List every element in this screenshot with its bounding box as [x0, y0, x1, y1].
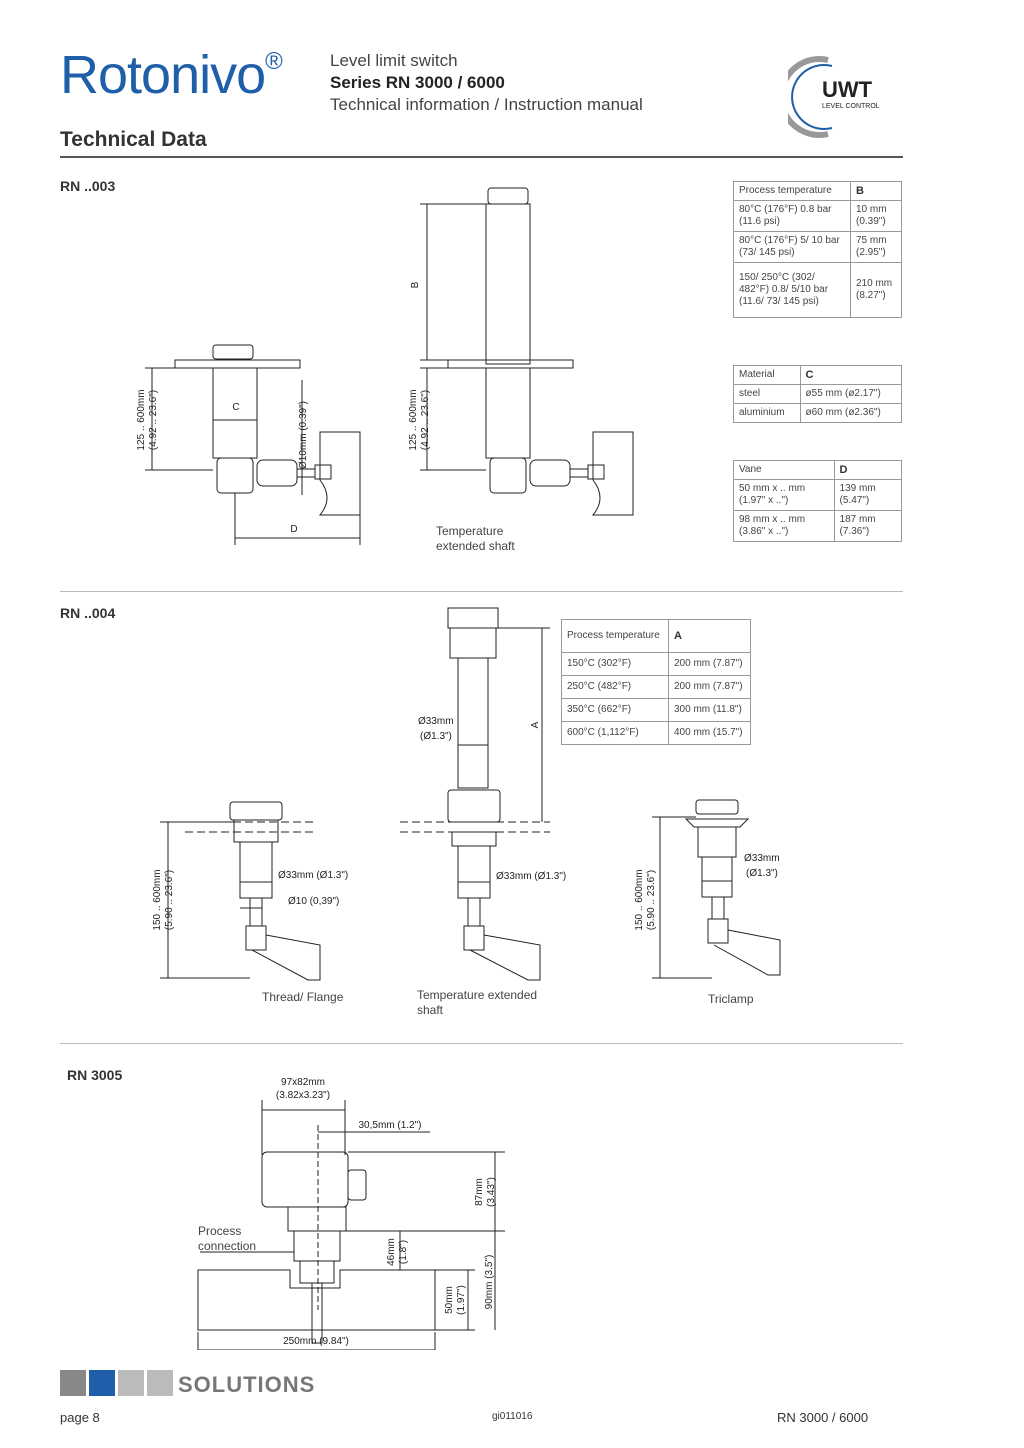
document-code: gi011016	[492, 1411, 533, 1422]
rn3005-dim-87: 87mm	[474, 1178, 485, 1206]
rn003-label: RN ..003	[60, 178, 116, 194]
table-row: 98 mm x .. mm (3.86" x ..")187 mm (7.36"…	[733, 510, 903, 542]
rn004-dim-33c: Ø33mm	[744, 853, 780, 864]
logo-text: UWT	[822, 77, 873, 102]
rn003-ext-dim-height: 125 .. 600mm	[408, 389, 419, 450]
title-rule	[60, 156, 903, 158]
header-series: Series RN 3000 / 6000	[330, 73, 505, 92]
table-b-header-b: B	[850, 181, 902, 201]
rn004-caption-triclamp: Triclamp	[708, 992, 754, 1006]
rn003-dim-shaft: Ø10mm (0.39")	[298, 401, 309, 469]
table-row: 150/ 250°C (302/ 482°F) 0.8/ 5/10 bar (1…	[733, 262, 902, 318]
brand-name: Rotonivo®	[60, 45, 283, 105]
rn3005-dim-housing: 97x82mm	[281, 1077, 325, 1088]
section-divider	[60, 591, 903, 592]
logo-subtext: LEVEL CONTROL	[822, 103, 880, 110]
rn3005-dim-offset: 30,5mm (1.2")	[358, 1120, 421, 1131]
rn3005-drawing: 97x82mm (3.82x3.23") 30,5mm (1.2") 87mm …	[197, 1077, 505, 1350]
rn004-dim-33b: (Ø1.3")	[420, 731, 452, 742]
table-row: 50 mm x .. mm (1.97" x ..")139 mm (5.47"…	[733, 479, 903, 511]
rn004-triclamp-drawing: 150 .. 600mm (5.90 .. 23.6") Ø33mm (Ø1.3…	[634, 799, 781, 979]
uwt-logo: UWT LEVEL CONTROL	[788, 56, 880, 138]
table-row: 350°C (662°F)300 mm (11.8")	[561, 698, 752, 722]
table-a-header-a: A	[667, 619, 752, 653]
rn004-dim-33: Ø33mm (Ø1.3")	[278, 870, 348, 881]
rn3005-label: RN 3005	[67, 1067, 123, 1083]
rn004-dim-a: A	[530, 721, 541, 728]
table-row: 600°C (1,112°F)400 mm (15.7")	[561, 721, 752, 745]
solutions-banner: SOLUTIONS	[60, 1370, 315, 1402]
rn3005-dim-250: 250mm (9.84")	[283, 1336, 349, 1347]
table-row: 80°C (176°F) 5/ 10 bar (73/ 145 psi)75 m…	[733, 231, 902, 263]
header-line3: Technical information / Instruction manu…	[330, 95, 643, 114]
table-row: 80°C (176°F) 0.8 bar (11.6 psi)10 mm (0.…	[733, 200, 902, 232]
rn3005-dim-90: 90mm (3.5")	[484, 1255, 495, 1310]
table-c-header-material: Material	[733, 365, 801, 385]
table-b-header-temp: Process temperature	[733, 181, 851, 201]
rn003-ext-dim-height-in: (4.92 .. 23.6")	[420, 390, 431, 450]
rn3005-dim-87-in: (3.43")	[486, 1177, 497, 1207]
rn003-caption-extended: Temperature extended shaft	[436, 524, 515, 553]
rn3005-dim-46: 46mm	[386, 1238, 397, 1266]
rn003-dim-b: B	[410, 281, 421, 288]
rn003-dim-c: C	[232, 402, 239, 413]
table-row: 250°C (482°F)200 mm (7.87")	[561, 675, 752, 699]
table-a-header-temp: Process temperature	[561, 619, 669, 653]
table-d-header-vane: Vane	[733, 460, 835, 480]
rn3005-process-connection: Process connection	[198, 1224, 257, 1253]
rn3005-dim-46-in: (1.8")	[398, 1240, 409, 1264]
rn004-triclamp-dim-height: 150 .. 600mm	[634, 869, 645, 930]
rn004-triclamp-dim-height-in: (5.90 .. 23.6")	[646, 870, 657, 930]
rn3005-dim-housing-in: (3.82x3.23")	[276, 1090, 330, 1101]
rn004-drawing-left: 150 .. 600mm (5.90 .. 23.6") Ø33mm (Ø1.3…	[152, 607, 566, 981]
rn003-dim-d: D	[290, 524, 297, 535]
solutions-text: SOLUTIONS	[178, 1372, 316, 1397]
header-line1: Level limit switch	[330, 51, 458, 70]
rn004-caption-thread: Thread/ Flange	[262, 990, 344, 1004]
rn004-dim-33d: (Ø1.3")	[746, 868, 778, 879]
rn004-caption-temp: Temperature extended shaft	[417, 988, 538, 1017]
footer-series: RN 3000 / 6000	[777, 1410, 869, 1425]
rn003-dim-height-in: (4.92 .. 23.6")	[148, 390, 159, 450]
section-divider	[60, 1043, 903, 1044]
rn004-temp-dim-33: Ø33mm (Ø1.3")	[496, 871, 566, 882]
rn004-dim-33a: Ø33mm	[418, 716, 454, 727]
rn003-drawing: 125 .. 600mm (4.92 .. 23.6") C Ø10mm (0.…	[136, 187, 634, 545]
rn004-dim-height-in: (5.90 .. 23.6")	[164, 870, 175, 930]
section-title: Technical Data	[60, 128, 207, 151]
page-number: page 8	[60, 1410, 100, 1425]
table-d-header-d: D	[833, 460, 903, 480]
table-row: 150°C (302°F)200 mm (7.87")	[561, 652, 752, 676]
rn3005-dim-50-in: (1.97")	[456, 1285, 467, 1315]
rn3005-dim-50: 50mm	[444, 1286, 455, 1314]
rn003-dim-height: 125 .. 600mm	[136, 389, 147, 450]
rn004-dim-10: Ø10 (0,39")	[288, 896, 339, 907]
table-c-header-c: C	[799, 365, 903, 385]
rn004-label: RN ..004	[60, 605, 116, 621]
document-header: Level limit switch Series RN 3000 / 6000…	[330, 50, 643, 116]
rn004-dim-height: 150 .. 600mm	[152, 869, 163, 930]
